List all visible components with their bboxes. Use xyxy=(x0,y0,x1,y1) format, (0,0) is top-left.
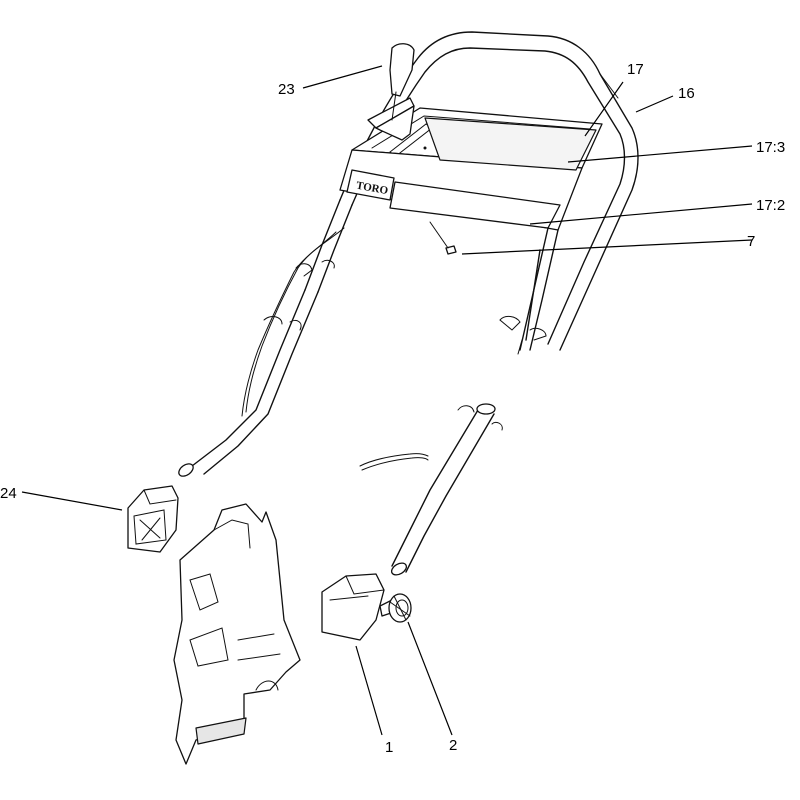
leader-lines xyxy=(21,65,753,736)
leader-1 xyxy=(355,645,383,736)
spring xyxy=(359,453,429,471)
leader-23 xyxy=(302,65,383,89)
callout-16: 16 xyxy=(678,85,695,102)
leader-16 xyxy=(635,95,674,113)
callout-17: 17 xyxy=(627,61,644,78)
right-handle-leg xyxy=(499,227,559,355)
leader-24 xyxy=(21,491,123,511)
callout-17-2: 17:2 xyxy=(756,197,785,214)
adjust-knob xyxy=(379,593,412,623)
rear-plate xyxy=(173,503,301,765)
leader-2 xyxy=(407,621,453,736)
brand-logo: TORO xyxy=(355,180,389,197)
leader-17-3 xyxy=(567,145,753,163)
control-panel: TORO xyxy=(339,107,603,255)
leader-17 xyxy=(584,81,624,137)
left-bracket xyxy=(127,485,179,553)
shift-lever xyxy=(367,43,415,141)
right-lower-tube xyxy=(390,403,503,576)
callout-23: 23 xyxy=(278,81,295,98)
callout-2: 2 xyxy=(449,737,457,754)
right-bracket xyxy=(321,573,385,641)
callout-24: 24 xyxy=(0,485,17,502)
left-handle-tube xyxy=(178,227,345,477)
leader-17-2 xyxy=(529,203,753,225)
leader-7 xyxy=(461,239,753,255)
callout-17-3: 17:3 xyxy=(756,139,785,156)
callout-1: 1 xyxy=(385,739,393,756)
callout-labels: 23 17 16 17:3 17:2 7 24 1 2 xyxy=(0,61,785,756)
callout-7: 7 xyxy=(747,233,755,250)
